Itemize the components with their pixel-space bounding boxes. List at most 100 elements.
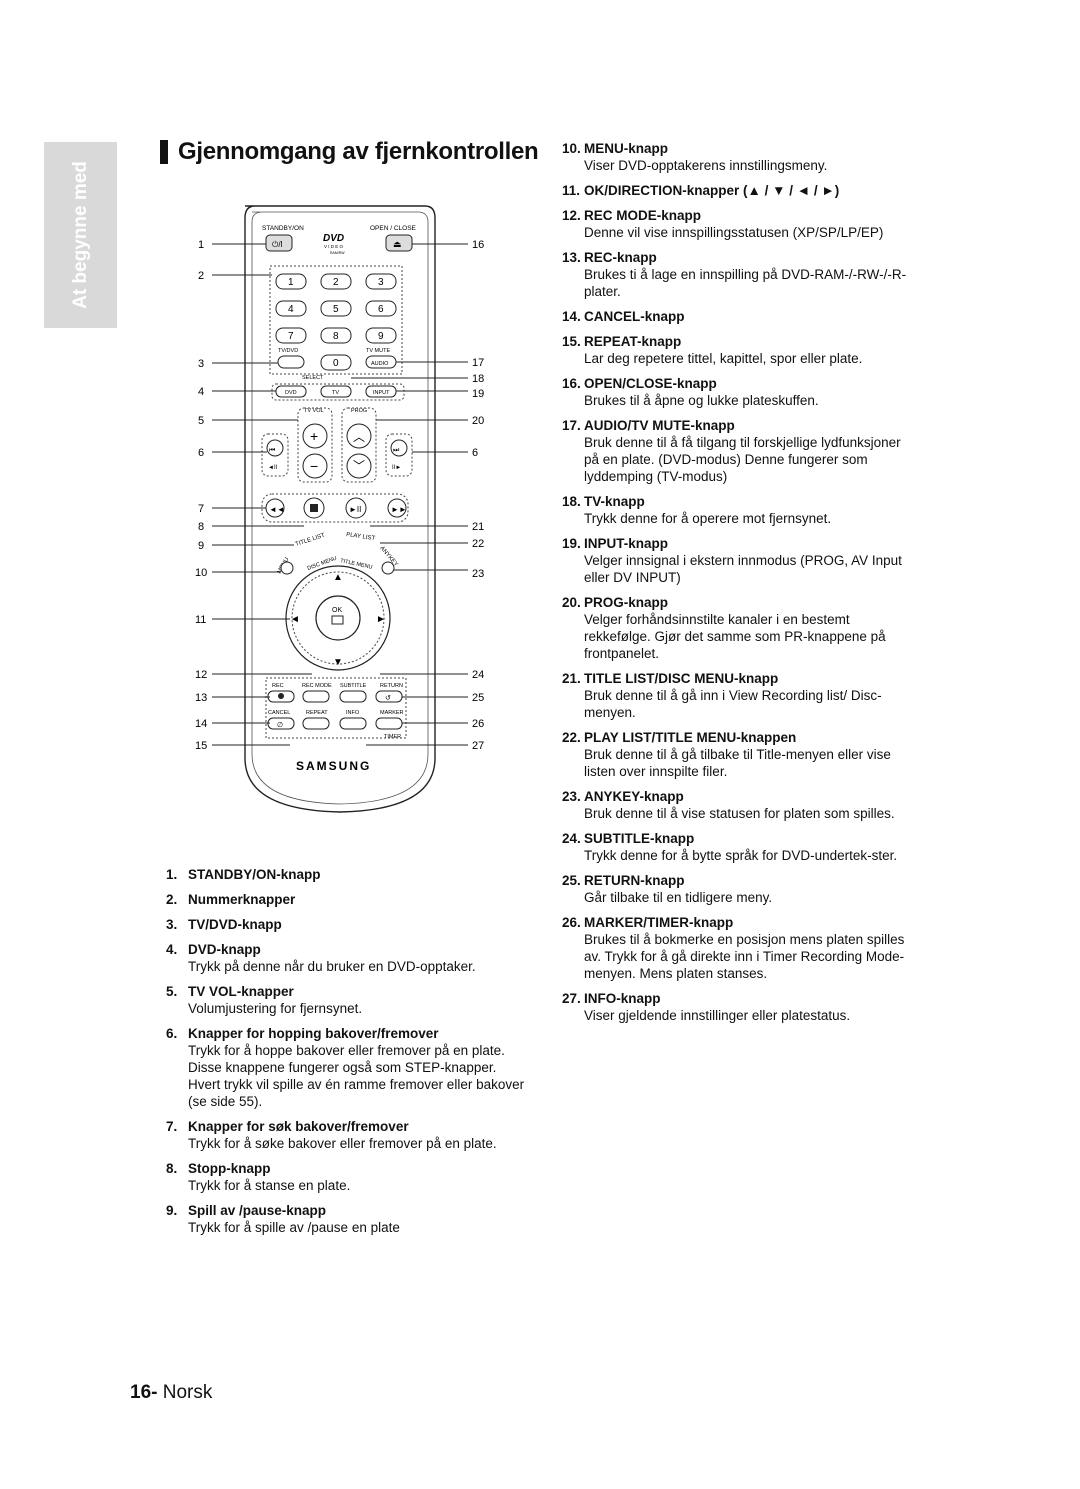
num-key-5[interactable] [320, 300, 352, 317]
list-item-number: 16. [562, 376, 581, 391]
subtitle-label: SUBTITLE [340, 683, 367, 689]
list-item-number: 2. [166, 892, 178, 907]
list-item-heading: 3.TV/DVD-knapp [166, 916, 526, 933]
menu-button[interactable] [280, 561, 294, 575]
num-key-3[interactable] [365, 273, 397, 290]
open-close-button[interactable] [385, 234, 413, 252]
list-item-title: CANCEL-knapp [584, 309, 685, 324]
down-arrow-icon[interactable]: ▼ [333, 657, 343, 668]
num-key-9[interactable] [365, 327, 397, 344]
footer-language: Norsk [162, 1382, 213, 1403]
num-key-7[interactable] [275, 327, 307, 344]
list-item-number: 8. [166, 1161, 178, 1176]
num-key-8-label: 8 [333, 331, 339, 342]
num-key-2[interactable] [320, 273, 352, 290]
cancel-button[interactable] [267, 717, 295, 730]
vol-down-button[interactable] [302, 453, 328, 479]
repeat-label: REPEAT [306, 710, 328, 716]
subtitle-button[interactable] [339, 690, 367, 703]
num-key-6[interactable] [365, 300, 397, 317]
list-item-number: 25. [562, 873, 581, 888]
list-item-description: Trykk for å søke bakover eller fremover … [188, 1136, 497, 1151]
callout-14: 14 [195, 718, 207, 730]
ok-button[interactable] [315, 595, 361, 641]
callout-4: 4 [198, 386, 204, 398]
marker-button[interactable] [375, 717, 403, 730]
prog-up-button[interactable] [346, 423, 372, 449]
list-item-title: RETURN-knapp [584, 873, 685, 888]
callout-27: 27 [472, 740, 484, 752]
list-item-heading: 20.PROG-knapp [562, 594, 912, 611]
fast-forward-icon: ►► [391, 505, 407, 514]
tvdvd-button[interactable] [277, 355, 305, 369]
info-button[interactable] [339, 717, 367, 730]
list-item-number: 11. [562, 183, 581, 198]
repeat-button[interactable] [302, 717, 330, 730]
skip-forward-button[interactable] [390, 439, 408, 457]
dvd-button[interactable] [275, 385, 307, 398]
input-button[interactable] [365, 385, 397, 398]
callout-21: 21 [472, 521, 484, 533]
skip-back-button[interactable] [266, 439, 284, 457]
standby-button[interactable] [265, 234, 293, 252]
list-item: 1.STANDBY/ON-knapp [166, 866, 526, 883]
step-back-icon: ◄II [268, 465, 278, 471]
right-arrow-icon[interactable]: ► [376, 614, 386, 625]
num-key-1[interactable] [275, 273, 307, 290]
num-key-8[interactable] [320, 327, 352, 344]
callout-13: 13 [195, 692, 207, 704]
prog-up-icon: ︿ [353, 430, 365, 444]
list-item-heading: 7.Knapper for søk bakover/fremover [166, 1118, 526, 1135]
play-pause-icon: ►II [349, 505, 361, 514]
callout-24: 24 [472, 669, 484, 681]
list-item-heading: 25.RETURN-knapp [562, 872, 912, 889]
prog-down-button[interactable] [346, 453, 372, 479]
list-item-heading: 24.SUBTITLE-knapp [562, 830, 912, 847]
num-key-0-label: 0 [333, 358, 339, 369]
vol-up-button[interactable] [302, 423, 328, 449]
enter-icon [331, 615, 344, 625]
audio-label: AUDIO [371, 361, 389, 367]
list-item-heading: 23.ANYKEY-knapp [562, 788, 912, 805]
list-item-description: Trykk på denne når du bruker en DVD-oppt… [188, 959, 476, 974]
num-key-4[interactable] [275, 300, 307, 317]
search-forward-button[interactable] [387, 498, 407, 518]
list-item-title: INPUT-knapp [584, 536, 669, 551]
dvd-logo-sub2: RAM/RW [330, 251, 345, 255]
return-button[interactable] [375, 690, 403, 703]
callout-numbers-right: 16 17 18 19 20 6 21 22 23 24 25 26 27 [472, 239, 484, 752]
rec-mode-button[interactable] [302, 690, 330, 703]
list-item-title: TV/DVD-knapp [188, 917, 282, 932]
callout-5: 5 [198, 415, 204, 427]
list-item-heading: 14.CANCEL-knapp [562, 308, 912, 325]
up-arrow-icon[interactable]: ▲ [333, 572, 343, 583]
play-pause-button[interactable] [345, 497, 367, 519]
list-item-heading: 6.Knapper for hopping bakover/fremover [166, 1025, 526, 1042]
list-item-title: STANDBY/ON-knapp [188, 867, 321, 882]
page-footer: 16- Norsk [130, 1382, 212, 1404]
tvdvd-label: TV/DVD [278, 348, 298, 354]
tv-button[interactable] [320, 385, 352, 398]
list-item-heading: 15.REPEAT-knapp [562, 333, 912, 350]
callout-lines-right [351, 243, 468, 746]
anykey-button[interactable] [381, 561, 395, 575]
callout-1: 1 [198, 239, 204, 251]
prog-frame [341, 407, 377, 483]
callout-numbers-left: 1 2 3 4 5 6 7 8 9 10 11 12 13 14 15 [195, 239, 207, 752]
cancel-icon: ∅ [277, 722, 283, 729]
stop-icon [310, 504, 318, 512]
list-item-title: INFO-knapp [584, 991, 661, 1006]
num-key-7-label: 7 [288, 331, 294, 342]
num-key-9-label: 9 [378, 331, 384, 342]
list-item-heading: 12.REC MODE-knapp [562, 207, 912, 224]
num-key-0[interactable] [320, 354, 352, 371]
remote-illustration: STANDBY/ON OPEN / CLOSE ⏻/I DVD V I D E … [190, 198, 500, 818]
num-key-1-label: 1 [288, 277, 294, 288]
left-arrow-icon[interactable]: ◄ [290, 614, 300, 625]
